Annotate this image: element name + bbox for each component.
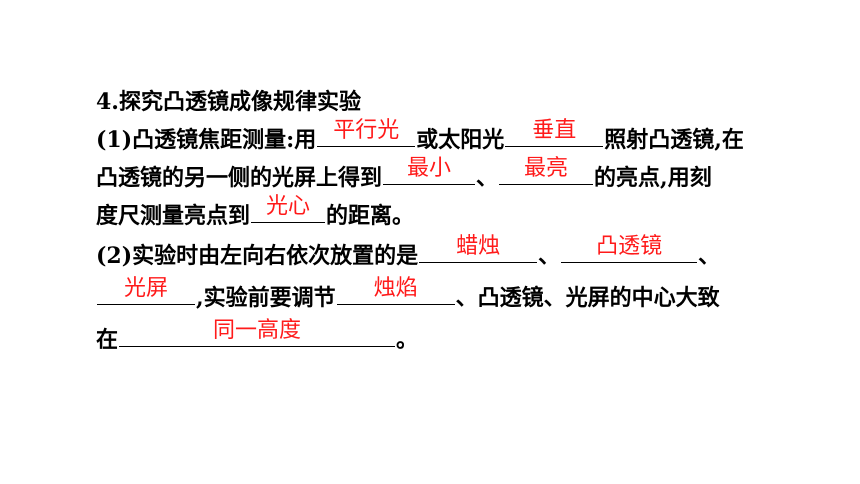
- answer-text: 凸透镜: [596, 234, 663, 259]
- part1-line3-start: 度尺测量亮点到: [96, 203, 251, 229]
- part1-line3: 度尺测量亮点到光心的距离。: [96, 194, 415, 234]
- period: 。: [396, 327, 419, 353]
- part1-line1: (1)凸透镜焦距测量:用平行光或太阳光 垂直 照射凸透镜,在: [96, 118, 744, 158]
- answer-text: 光屏: [123, 276, 168, 301]
- answer-text: 烛焰: [373, 276, 418, 301]
- part1-mid1: 或太阳光: [416, 127, 505, 153]
- part2-line3: 在 同一高度 。: [96, 318, 419, 358]
- part1-line2: 凸透镜的另一侧的光屏上得到最小、最亮的亮点,用刻: [96, 156, 712, 196]
- part2-line1: (2)实验时由左向右依次放置的是 蜡烛 、 凸透镜 、: [96, 234, 721, 274]
- part2-mid: ,实验前要调节: [196, 285, 336, 311]
- separator: 、: [698, 243, 721, 269]
- part1-prefix: (1)凸透镜焦距测量:用: [96, 127, 317, 153]
- blank-perpendicular[interactable]: 垂直: [505, 118, 604, 147]
- answer-text: 同一高度: [213, 318, 302, 343]
- part1-line2-start: 凸透镜的另一侧的光屏上得到: [96, 165, 383, 191]
- blank-parallel-light[interactable]: 平行光: [317, 118, 416, 147]
- part2-line2: 光屏 ,实验前要调节 烛焰 、凸透镜、光屏的中心大致: [96, 276, 720, 316]
- answer-text: 蜡烛: [456, 234, 501, 259]
- answer-text: 最小: [407, 156, 452, 181]
- blank-smallest[interactable]: 最小: [383, 156, 476, 185]
- answer-text: 垂直: [532, 118, 577, 143]
- answer-text: 最亮: [524, 156, 569, 181]
- separator: 、: [538, 243, 561, 269]
- part1-line3-end: 的距离。: [326, 203, 415, 229]
- answer-text: 平行光: [333, 118, 400, 143]
- part1-mid2: 照射凸透镜,在: [604, 127, 744, 153]
- part2-line2-end: 、凸透镜、光屏的中心大致: [455, 285, 720, 311]
- blank-same-height[interactable]: 同一高度: [119, 318, 396, 347]
- part1-line2-end: 的亮点,用刻: [594, 165, 712, 191]
- part2-prefix: (2)实验时由左向右依次放置的是: [96, 243, 419, 269]
- separator: 、: [476, 165, 499, 191]
- part2-line3-start: 在: [96, 327, 119, 353]
- blank-brightest[interactable]: 最亮: [499, 156, 594, 185]
- blank-candle[interactable]: 蜡烛: [419, 234, 538, 263]
- blank-convex-lens[interactable]: 凸透镜: [561, 234, 698, 263]
- blank-optical-center[interactable]: 光心: [251, 194, 326, 223]
- question-title: 4.探究凸透镜成像规律实验: [96, 89, 361, 115]
- answer-text: 光心: [266, 194, 311, 219]
- blank-flame[interactable]: 烛焰: [336, 276, 455, 305]
- blank-light-screen[interactable]: 光屏: [97, 276, 195, 305]
